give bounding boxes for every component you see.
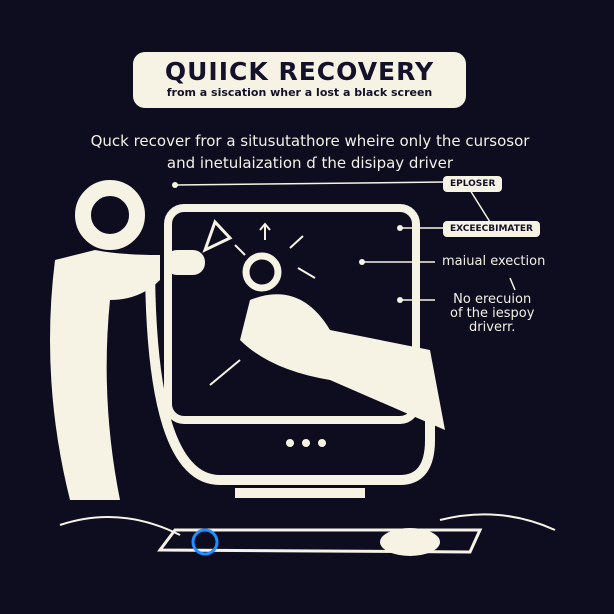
monitor-frame — [164, 204, 420, 424]
tag-explorer: EPLOSER — [443, 176, 503, 192]
tag-exceecbimater: EXCEECBIMATER — [443, 221, 540, 237]
person-head — [75, 180, 145, 250]
monitor-outer — [145, 259, 435, 485]
banner-subtitle: from a siscation wher a lost a black scr… — [166, 86, 433, 99]
label-no-execution: No erecuion of the iespoy driverr. — [450, 293, 534, 335]
label-line: of the iespoy — [450, 306, 535, 321]
label-line: No erecuion — [453, 292, 532, 307]
description-line: and inetulaization ɗ the disipay driver — [166, 154, 454, 172]
mouse-accent — [191, 528, 219, 556]
monitor-stand — [235, 488, 365, 498]
title-banner: QUIICK RECOVERY from a siscation wher a … — [133, 52, 466, 108]
person-body — [50, 250, 160, 500]
loading-circle — [242, 252, 282, 292]
label-line: driverr. — [469, 320, 516, 335]
keyboard — [157, 528, 483, 554]
description-line: Quck recover fror a situsutathore wheire… — [90, 132, 530, 150]
arm-hand — [240, 294, 445, 430]
title: QUIICK RECOVERY — [164, 57, 435, 86]
description: Quck recover fror a situsutathore wheire… — [80, 130, 540, 174]
label-manual-execution: maiual exection — [442, 254, 546, 269]
